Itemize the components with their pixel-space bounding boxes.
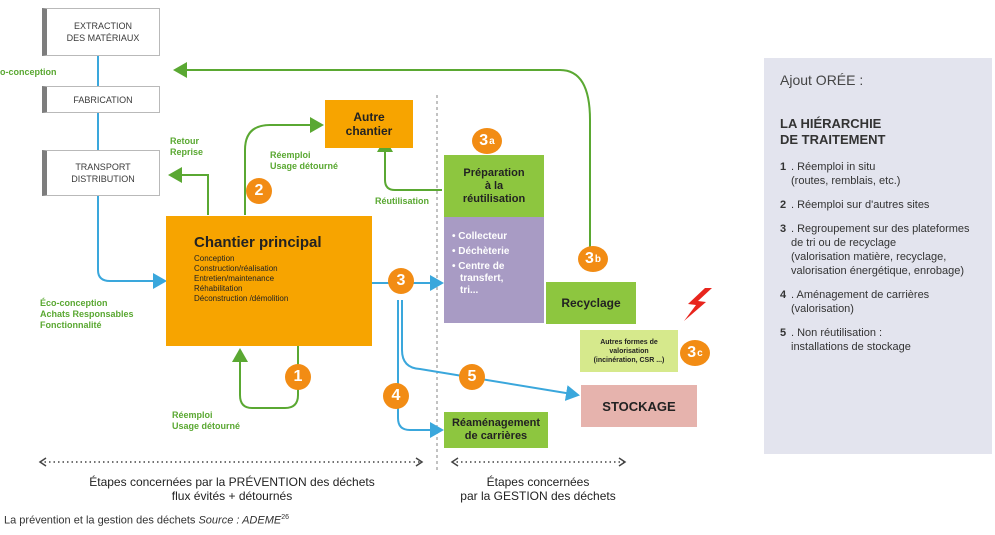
collection-box: • Collecteur • Déchèterie • Centre de tr…: [444, 217, 544, 323]
fonctionnalite-line: Fonctionnalité: [40, 320, 102, 330]
eco-conception-list: Éco-conception Achats Responsables Fonct…: [40, 298, 134, 331]
collection-item: • Centre de transfert, tri...: [452, 261, 505, 296]
step-4-badge: 4: [383, 383, 409, 409]
hierarchy-list: 1. Réemploi in situ (routes, remblais, e…: [780, 160, 982, 354]
preparation-box: Préparation à la réutilisation: [444, 155, 544, 217]
step-5-badge: 5: [459, 364, 485, 390]
arrow-to-carrieres: [397, 300, 444, 438]
caption-text: La prévention et la gestion des déchets: [4, 514, 199, 527]
chantier-item: Déconstruction /démolition: [194, 294, 289, 303]
figure-caption: La prévention et la gestion des déchets …: [4, 514, 289, 527]
step-3-badge: 3: [388, 268, 414, 294]
lightning-icon: [684, 288, 712, 321]
stockage-box: STOCKAGE: [581, 385, 697, 427]
step-2-badge: 2: [246, 178, 272, 204]
hierarchy-item: 2. Réemploi sur d'autres sites: [780, 199, 930, 211]
reemploi-top-label: Réemploi Usage détourné: [270, 150, 339, 171]
caption-note: 26: [281, 514, 289, 521]
recyclage-box: Recyclage: [546, 282, 636, 324]
reemploi-top-arrow: [244, 117, 324, 215]
retour-arrow: [168, 167, 209, 215]
hierarchy-panel: Ajout ORÉE : LA HIÉRARCHIE DE TRAITEMENT…: [764, 58, 992, 454]
caption-source: Source : ADEME: [198, 514, 282, 527]
hierarchy-item: 3. Regroupement sur des plateformes de t…: [780, 223, 970, 277]
collection-item: • Collecteur: [452, 231, 508, 242]
chantier-item: Réhabilitation: [194, 284, 243, 293]
hierarchy-item: 4. Aménagement de carrières (valorisatio…: [780, 289, 930, 315]
eco-conception-arrow: [173, 62, 591, 250]
autre-chantier-box: Autre chantier: [325, 100, 413, 148]
reutilisation-arrow: [377, 138, 442, 191]
arrow-to-stockage: [401, 300, 580, 401]
autres-formes-box: Autres formes de valorisation (incinérat…: [580, 330, 678, 372]
prevention-stage-label: Étapes concernées par la PRÉVENTION des …: [89, 475, 375, 503]
reemploi-bottom-loop: [232, 346, 299, 409]
chantier-principal-box: Chantier principal Conception Constructi…: [166, 216, 372, 346]
chantier-item: Construction/réalisation: [194, 264, 278, 273]
panel-ajout: Ajout ORÉE :: [780, 72, 864, 88]
chantier-principal-title: Chantier principal: [194, 234, 322, 251]
panel-heading: LA HIÉRARCHIE DE TRAITEMENT: [780, 116, 886, 147]
transport-box: TRANSPORT DISTRIBUTION: [42, 150, 160, 196]
fabrication-box: FABRICATION: [42, 86, 160, 113]
hierarchy-item: 5. Non réutilisation : installations de …: [780, 327, 911, 353]
gestion-stage-label: Étapes concernées par la GESTION des déc…: [460, 475, 616, 503]
extraction-box: EXTRACTION DES MATÉRIAUX: [42, 8, 160, 56]
chantier-item: Entretien/maintenance: [194, 274, 275, 283]
reamenagement-box: Réaménagement de carrières: [444, 412, 548, 448]
eco-conception-top-label: o-conception: [0, 67, 57, 77]
arrow-to-chantier: [97, 269, 167, 289]
reemploi-bottom-label: Réemploi Usage détourné: [172, 410, 241, 431]
achats-line: Achats Responsables: [40, 309, 134, 319]
hierarchy-item: 1. Réemploi in situ (routes, remblais, e…: [780, 161, 901, 187]
retour-reprise-label: Retour Reprise: [170, 136, 204, 157]
eco-conception-line: Éco-conception: [40, 298, 108, 308]
chantier-item: Conception: [194, 254, 235, 263]
step-1-badge: 1: [285, 364, 311, 390]
reutilisation-label: Réutilisation: [375, 196, 430, 206]
collection-item: • Déchèterie: [452, 246, 510, 257]
